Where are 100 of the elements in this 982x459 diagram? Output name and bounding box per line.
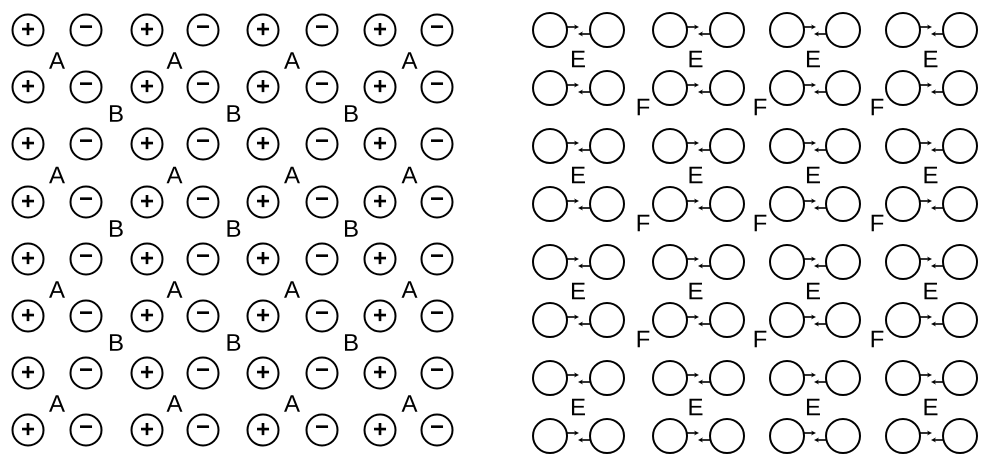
region-letter: B xyxy=(227,334,240,351)
region-letter: A xyxy=(284,395,300,412)
region-letter: E xyxy=(689,166,702,184)
atom-circle xyxy=(769,302,805,338)
atom-circle xyxy=(709,186,745,222)
region-letter: E xyxy=(689,282,702,300)
atom-circle xyxy=(589,302,625,338)
atom-circle xyxy=(885,12,921,48)
region-letter: B xyxy=(344,105,358,122)
atom-circle xyxy=(885,302,921,338)
region-letter: E xyxy=(572,398,585,416)
region-letter: A xyxy=(166,166,182,184)
atom-circle xyxy=(885,128,921,164)
atom-circle xyxy=(652,360,688,396)
atom-circle xyxy=(589,418,625,454)
atom-circle xyxy=(532,360,568,396)
atom-circle xyxy=(942,12,978,48)
region-letter: A xyxy=(166,395,182,412)
region-letter: A xyxy=(284,281,300,298)
atom-circle xyxy=(652,244,688,280)
region-letter: A xyxy=(49,395,65,412)
region-letter: A xyxy=(49,281,65,298)
region-letter: E xyxy=(806,50,820,68)
region-letter: E xyxy=(924,166,938,184)
atom-circle xyxy=(652,302,688,338)
region-letter: F xyxy=(754,214,766,232)
region-letter: E xyxy=(806,166,820,184)
region-letter: B xyxy=(110,334,123,351)
atom-circle xyxy=(589,186,625,222)
region-letter: F xyxy=(638,214,650,232)
region-letter: B xyxy=(110,220,123,237)
atom-circle xyxy=(825,70,861,106)
region-letter: F xyxy=(872,214,884,232)
atom-circle xyxy=(769,128,805,164)
atom-circle xyxy=(769,186,805,222)
atom-circle xyxy=(825,302,861,338)
region-letter: F xyxy=(638,330,650,348)
atom-circle xyxy=(532,12,568,48)
atom-circle xyxy=(825,128,861,164)
region-letter: B xyxy=(227,105,240,122)
region-letter: E xyxy=(806,398,820,416)
region-letter: A xyxy=(166,52,182,69)
atom-circle xyxy=(589,244,625,280)
region-letter: F xyxy=(872,98,884,116)
region-letter: A xyxy=(49,52,65,69)
atom-circle xyxy=(769,360,805,396)
atom-circle xyxy=(709,302,745,338)
region-letter: A xyxy=(402,166,418,184)
region-letter: A xyxy=(166,281,182,298)
region-letter: F xyxy=(754,330,766,348)
region-letter: B xyxy=(344,334,358,351)
atom-circle xyxy=(885,186,921,222)
atom-circle xyxy=(589,12,625,48)
atom-circle xyxy=(589,128,625,164)
region-letter: A xyxy=(49,166,65,184)
atom-circle xyxy=(709,128,745,164)
atom-circle xyxy=(532,70,568,106)
atom-circle xyxy=(825,360,861,396)
region-letter: A xyxy=(284,166,300,184)
atom-circle xyxy=(769,244,805,280)
atom-circle xyxy=(942,186,978,222)
region-letter: F xyxy=(638,98,650,116)
atom-circle xyxy=(825,186,861,222)
atom-circle xyxy=(532,418,568,454)
region-letter: A xyxy=(402,281,418,298)
atom-circle xyxy=(709,360,745,396)
region-letter: E xyxy=(572,50,585,68)
region-letter: E xyxy=(689,398,702,416)
region-letter: A xyxy=(402,395,418,412)
atom-circle xyxy=(532,128,568,164)
region-letter: E xyxy=(572,282,585,300)
atom-circle xyxy=(825,244,861,280)
region-letter: A xyxy=(402,52,418,69)
atom-circle xyxy=(652,12,688,48)
atom-circle xyxy=(942,418,978,454)
atom-circle xyxy=(769,70,805,106)
atom-circle xyxy=(769,12,805,48)
region-letter: E xyxy=(924,398,938,416)
region-letter: B xyxy=(110,105,123,122)
atom-circle xyxy=(652,418,688,454)
atom-circle xyxy=(942,128,978,164)
atom-circle xyxy=(942,360,978,396)
atom-circle xyxy=(709,70,745,106)
atom-circle xyxy=(709,12,745,48)
region-letter: E xyxy=(572,166,585,184)
region-letter: E xyxy=(689,50,702,68)
atom-circle xyxy=(652,186,688,222)
atom-circle xyxy=(769,418,805,454)
atom-circle xyxy=(885,418,921,454)
atom-circle xyxy=(589,70,625,106)
atom-circle xyxy=(532,302,568,338)
atom-circle xyxy=(709,418,745,454)
atom-circle xyxy=(885,244,921,280)
atom-circle xyxy=(652,128,688,164)
region-letter: B xyxy=(227,220,240,237)
atom-circle xyxy=(709,244,745,280)
atom-circle xyxy=(532,186,568,222)
atom-circle xyxy=(885,360,921,396)
atom-circle xyxy=(589,360,625,396)
atom-circle xyxy=(942,302,978,338)
